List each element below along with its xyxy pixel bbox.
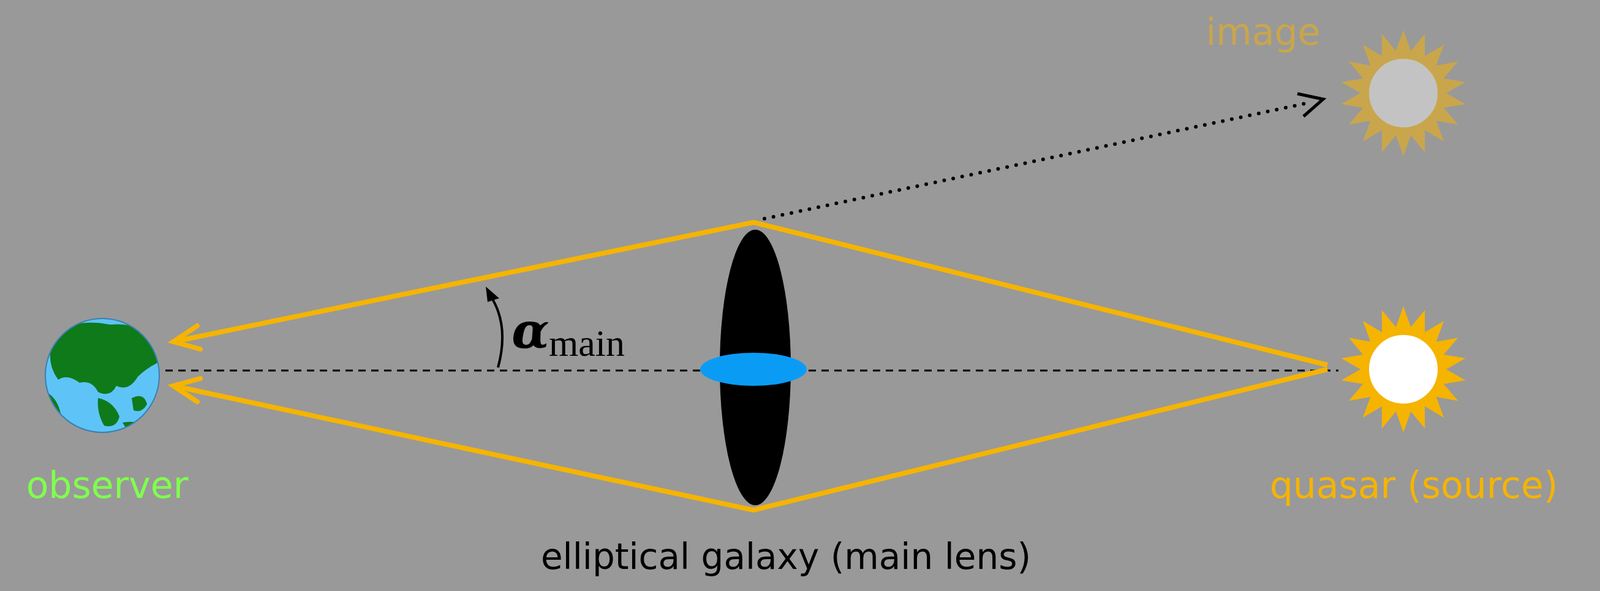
arrowhead [1297,93,1324,117]
galaxy-disk [700,352,807,386]
angle-subscript: main [548,322,625,364]
galaxy-label: elliptical galaxy (main lens) [540,537,1031,578]
image-label: image [1206,11,1321,53]
quasar-star-core [1367,333,1439,405]
quasar-label: quasar (source) [1269,464,1559,506]
quasar-star-rays [1341,306,1466,433]
angle-symbol: α [511,303,550,358]
image-star-core [1367,57,1439,129]
apparent-ray [764,102,1311,219]
angle-arc [490,295,503,368]
observer-label: observer [26,464,189,506]
arrowhead [173,378,201,402]
earth-icon [45,318,161,434]
arrowhead [173,325,201,350]
image-star [1341,30,1466,157]
quasar-star [1341,306,1466,433]
arrowhead [485,286,500,302]
image-star-rays [1341,30,1466,157]
